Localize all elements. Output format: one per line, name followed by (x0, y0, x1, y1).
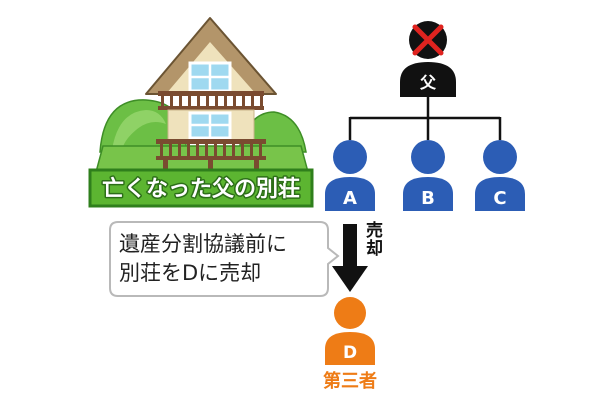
family-tree-lines (348, 97, 502, 140)
note-bubble-shape (109, 221, 340, 297)
upper-balcony (158, 91, 264, 110)
heir-label: B (421, 188, 435, 209)
villa-illustration: 亡くなった父の別荘 (88, 17, 314, 208)
heir-body (325, 177, 375, 211)
sale-label: 売却 (362, 221, 382, 257)
lower-deck (156, 139, 266, 171)
buyer-head (334, 297, 366, 329)
heir-figure-b: B (403, 140, 453, 211)
heir-body (403, 177, 453, 211)
upper-window (188, 61, 232, 93)
left-hill-highlight (112, 110, 166, 150)
father-body (400, 62, 456, 97)
heir-figure-a: A (325, 140, 375, 211)
heir-figure-c: C (475, 140, 525, 211)
heir-head (483, 140, 517, 174)
buyer-figure: D 第三者 (323, 297, 377, 392)
down-arrow-icon (332, 224, 368, 292)
buyer-body (325, 332, 375, 365)
buyer-label: D (343, 343, 357, 363)
heir-label: C (493, 188, 506, 209)
note-line-1: 遺産分割協議前に (119, 232, 287, 256)
heir-head (333, 140, 367, 174)
villa-banner (88, 168, 314, 208)
red-cross-icon (412, 24, 444, 56)
note-bubble: 遺産分割協議前に 別荘をDに売却 (109, 221, 340, 297)
buyer-role-label: 第三者 (323, 370, 377, 392)
note-line-2: 別荘をDに売却 (119, 261, 261, 285)
heir-body (475, 177, 525, 211)
heir-head (411, 140, 445, 174)
villa-banner-label: 亡くなった父の別荘 (102, 176, 300, 202)
father-figure: 父 (400, 21, 456, 97)
lower-window (188, 111, 232, 140)
father-label: 父 (419, 73, 437, 92)
heir-label: A (343, 188, 357, 209)
